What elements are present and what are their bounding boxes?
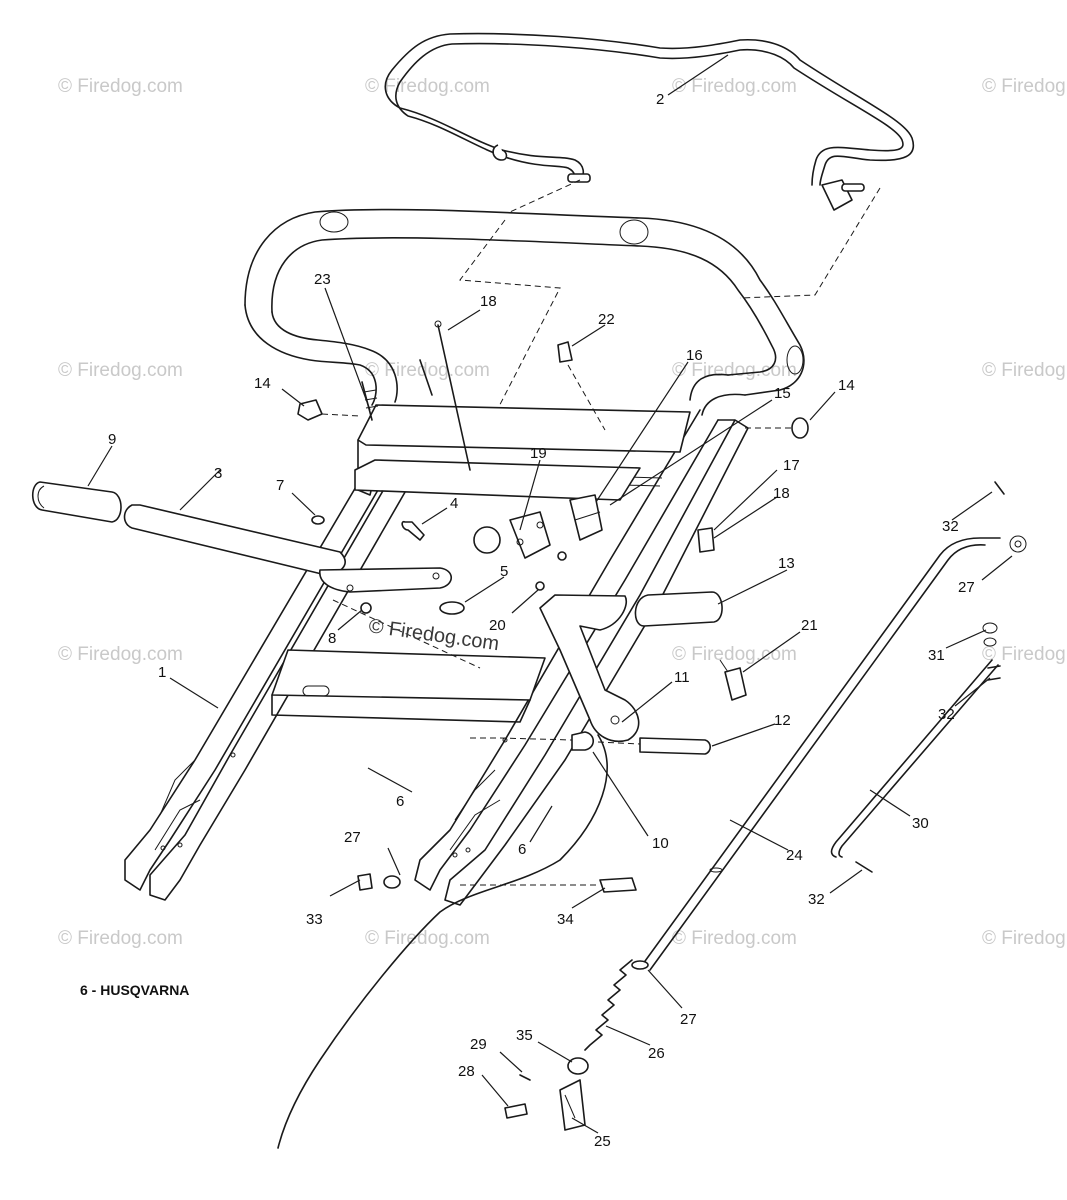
callout-20: 20 [489,617,506,634]
watermark: © Firedog.com [982,928,1067,949]
callout-34: 34 [557,911,574,928]
diagram-caption: 6 - HUSQVARNA [80,982,189,998]
callout-12: 12 [774,712,791,729]
callout-10: 10 [652,835,669,852]
callout-29: 29 [470,1036,487,1053]
callout-32: 32 [808,891,825,908]
callout-7: 7 [276,477,284,494]
watermark: © Firedog.com [58,928,183,949]
callout-18: 18 [480,293,497,310]
watermark: © Firedog.com [982,76,1067,97]
watermark-layer: © Firedog.com © Firedog.com © Firedog.co… [58,76,1067,949]
cable-part [277,734,608,1149]
callout-33: 33 [306,911,323,928]
watermark: © Firedog.com [58,644,183,665]
watermark: © Firedog.com [58,76,183,97]
handle-frame-part [124,404,749,906]
callout-32: 32 [942,518,959,535]
watermark: © Firedog.com [365,360,490,381]
callout-30: 30 [912,815,929,832]
callout-27: 27 [680,1011,697,1028]
control-rod-part [639,535,1027,971]
watermark: © Firedog.com [982,644,1067,665]
callout-8: 8 [328,630,336,647]
right-lever-part [539,594,640,742]
callout-6: 6 [396,793,404,810]
pivot-hardware [470,731,712,755]
bail-handle-part [384,32,915,211]
callout-17: 17 [783,457,800,474]
callout-9: 9 [108,431,116,448]
small-hardware [311,515,567,669]
callout-26: 26 [648,1045,665,1062]
callout-22: 22 [598,311,615,328]
callout-15: 15 [774,385,791,402]
callout-31: 31 [928,647,945,664]
watermark: © Firedog.com [672,360,797,381]
callout-labels: 2 23 18 22 16 14 15 14 9 3 7 4 19 17 18 … [108,91,975,1150]
callout-13: 13 [778,555,795,572]
callout-25: 25 [594,1133,611,1150]
switch-assembly [473,494,603,559]
watermark: © Firedog.com [672,644,797,665]
callout-leaders [87,54,1013,1134]
callout-6: 6 [518,841,526,858]
callout-16: 16 [686,347,703,364]
watermark: © Firedog.com [58,360,183,381]
callout-24: 24 [786,847,803,864]
callout-1: 1 [158,664,166,681]
callout-32: 32 [938,706,955,723]
callout-27: 27 [344,829,361,846]
alignment-dashes [459,179,881,421]
callout-27: 27 [958,579,975,596]
callout-23: 23 [314,271,331,288]
secondary-rod-part [830,481,1005,873]
watermark: © Firedog.com [672,928,797,949]
lower-hardware [357,873,637,893]
watermark: © Firedog.com [365,928,490,949]
left-grip-part [31,481,122,523]
interlock-switch-part [719,659,747,701]
upper-handle-tube [244,208,805,416]
callout-21: 21 [801,617,818,634]
callout-14: 14 [254,375,271,392]
callout-35: 35 [516,1027,533,1044]
callout-2: 2 [656,91,664,108]
callout-5: 5 [500,563,508,580]
callout-14: 14 [838,377,855,394]
right-grip-part [634,591,723,627]
callout-28: 28 [458,1063,475,1080]
left-lever-part [123,504,453,593]
watermark: © Firedog.com [982,360,1067,381]
callout-3: 3 [214,465,222,482]
fastener-hardware [297,320,809,553]
callout-11: 11 [674,669,690,686]
rod-end-hardware [504,959,649,1131]
watermark: © Firedog.com [365,76,490,97]
callout-18: 18 [773,485,790,502]
watermark: © Firedog.com [672,76,797,97]
callout-4: 4 [450,495,458,512]
center-watermark: © Firedog.com [367,615,500,655]
callout-19: 19 [530,445,547,462]
